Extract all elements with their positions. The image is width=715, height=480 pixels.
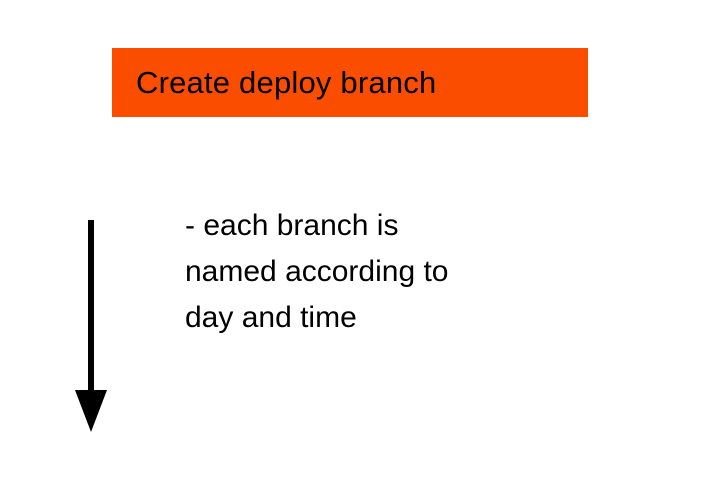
down-arrow-line (88, 220, 94, 396)
annotation-text: - each branch is named according to day … (185, 203, 449, 341)
step-box-label: Create deploy branch (136, 64, 437, 100)
down-arrow (75, 220, 107, 432)
step-box-create-deploy-branch: Create deploy branch (112, 48, 588, 117)
annotation-line-2: named according to (185, 255, 449, 288)
down-arrow-head-icon (75, 390, 107, 432)
annotation-line-1: - each branch is (185, 209, 399, 242)
annotation-line-3: day and time (185, 301, 357, 334)
